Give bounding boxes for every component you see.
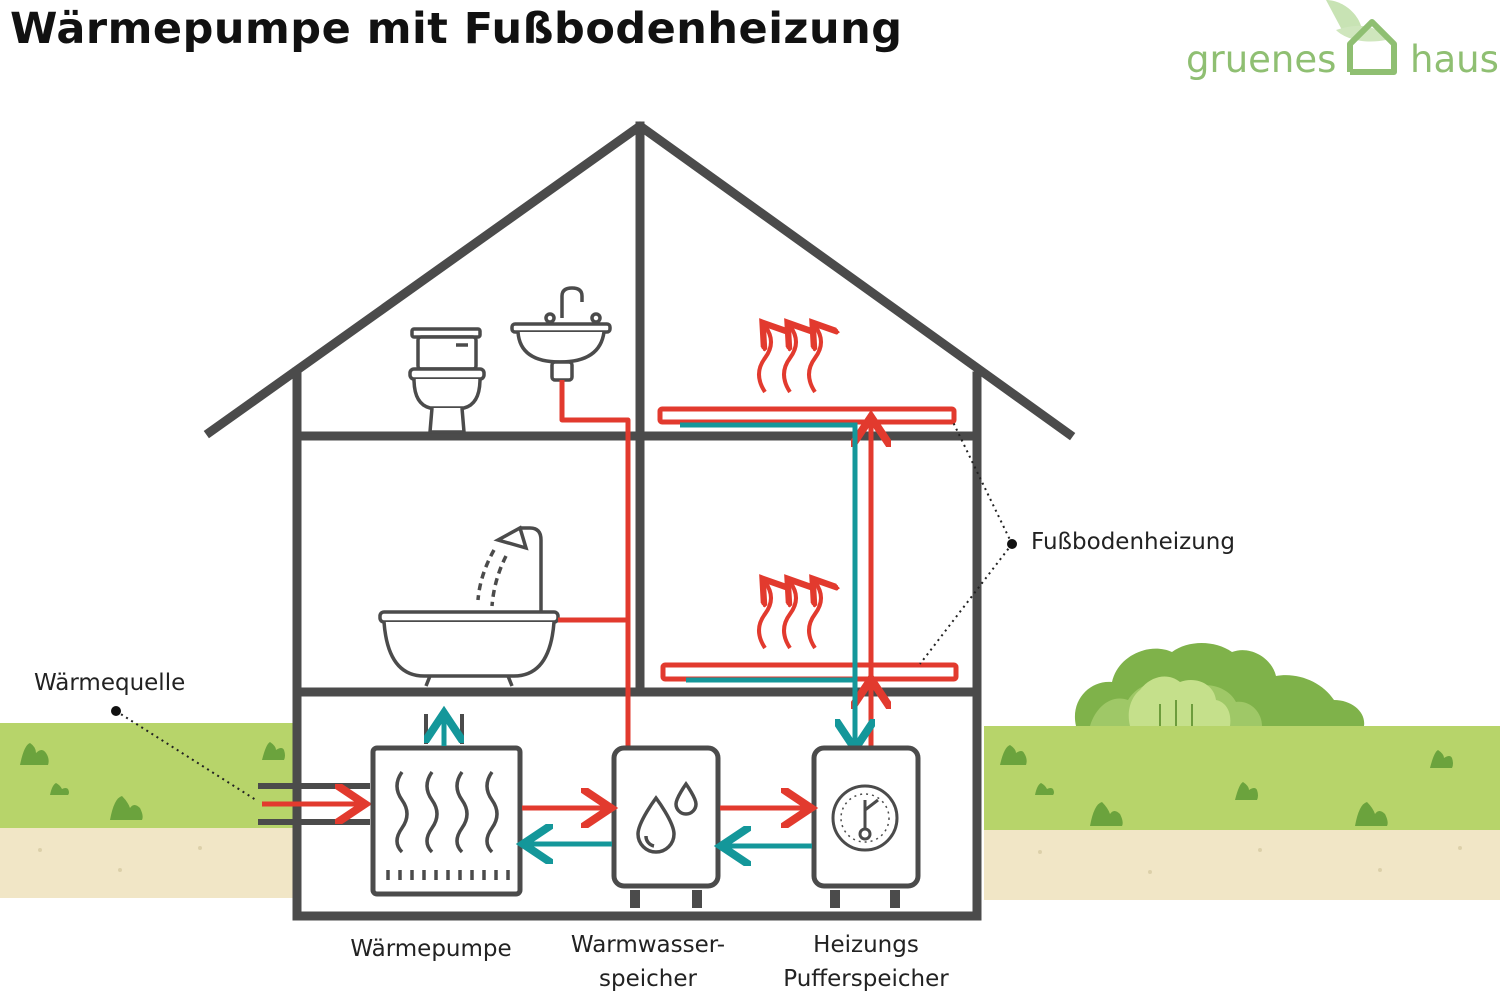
brand-logo: gruenes haus	[1186, 0, 1500, 90]
heat-source-inlet	[258, 783, 370, 825]
return-pipes	[680, 422, 855, 744]
label-fussbodenheizung: Fußbodenheizung	[1031, 529, 1235, 555]
heat-pump-icon	[370, 714, 523, 897]
hot-water-tank	[611, 745, 721, 908]
label-heizung-line2: Pufferspeicher	[783, 966, 949, 992]
water-drop-icon	[636, 780, 698, 854]
bushes	[1074, 643, 1365, 726]
label-warmwasser-line2: speicher	[599, 966, 697, 992]
toilet-icon	[408, 327, 486, 434]
label-waermepumpe: Wärmepumpe	[350, 936, 512, 962]
house-structure	[203, 121, 1076, 921]
bathtub-icon	[378, 525, 560, 687]
label-warmwasserspeicher: Warmwasser- speicher	[548, 928, 748, 996]
unit-connections	[522, 808, 812, 846]
thermostat-icon	[831, 784, 899, 852]
hot-water-pipes	[558, 380, 959, 746]
leader-dot-waermequelle	[111, 706, 121, 716]
buffer-tank	[811, 745, 921, 908]
leader-dot-fussbodenheizung	[1007, 539, 1017, 549]
page-title: Wärmepumpe mit Fußbodenheizung	[10, 4, 903, 54]
sink-icon	[510, 286, 612, 382]
label-waermequelle: Wärmequelle	[34, 670, 186, 696]
label-warmwasser-line1: Warmwasser-	[570, 932, 726, 958]
leader-lines	[115, 419, 1013, 801]
grass-tufts	[20, 742, 1453, 826]
logo-text-gruenes: gruenes	[1186, 38, 1337, 81]
ground	[0, 723, 1500, 900]
label-heizung-line1: Heizungs	[813, 932, 919, 958]
heat-wave-icon	[757, 326, 821, 650]
label-heizungs-pufferspeicher: Heizungs Pufferspeicher	[768, 928, 964, 996]
logo-text-haus: haus	[1410, 38, 1499, 81]
house-leaf-icon	[1326, 0, 1397, 75]
